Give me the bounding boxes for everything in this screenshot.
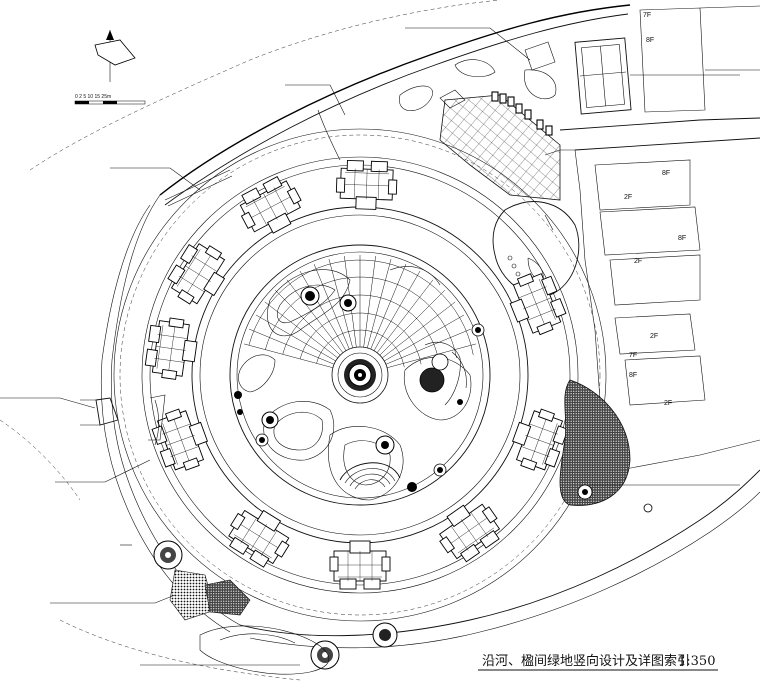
scale-bar-label: 0 2 5 10 15 25m <box>75 94 111 100</box>
floor-label: 8F <box>629 372 637 379</box>
pergola-beam <box>299 270 347 351</box>
title-block: 沿河、楹间绿地竖向设计及详图索引 1:350 <box>478 653 718 671</box>
paved-plaza <box>399 41 561 201</box>
residential-building <box>144 317 198 380</box>
residential-building <box>239 176 302 234</box>
pergola-beam <box>376 279 434 353</box>
floor-label: 2F <box>664 400 672 407</box>
pergola-beam <box>313 264 350 350</box>
pergola-arc <box>299 312 422 365</box>
pond-cluster <box>419 341 467 406</box>
floor-label: 7F <box>643 12 651 19</box>
trees <box>234 286 485 492</box>
central-fountain <box>331 346 389 404</box>
pergola-beam <box>379 289 446 356</box>
pergola-beam <box>373 270 421 351</box>
floor-label: 2F <box>634 258 642 265</box>
tennis-court <box>574 37 632 115</box>
floor-label: 8F <box>646 37 654 44</box>
residential-building <box>167 243 226 305</box>
drawing-scale: 1:350 <box>678 654 715 669</box>
pergola-arc <box>316 329 405 368</box>
amphitheatre <box>339 462 401 490</box>
residential-building <box>151 408 209 471</box>
parking-stalls <box>491 91 553 136</box>
floor-label: 8F <box>678 235 686 242</box>
residential-buildings <box>144 159 569 590</box>
radial-pergola <box>244 255 476 368</box>
pergola-arc <box>265 276 457 359</box>
pergola-beam <box>255 314 336 362</box>
pergola-beam <box>386 343 476 368</box>
residential-building <box>439 503 501 563</box>
site-boundary <box>0 0 760 681</box>
floor-label: 2F <box>650 333 658 340</box>
floor-label: 7F <box>629 352 637 359</box>
pergola-arc <box>282 294 440 362</box>
drawing-title: 沿河、楹间绿地竖向设计及详图索引 <box>482 653 690 669</box>
pergola-beam <box>367 259 392 349</box>
southwest-features <box>80 397 398 675</box>
pergola-beam <box>274 289 341 356</box>
pergola-beam <box>384 314 465 362</box>
floor-label: 8F <box>662 170 670 177</box>
pergola-beam <box>385 328 471 365</box>
walkways <box>148 109 341 446</box>
residential-building <box>511 408 569 471</box>
north-arrow <box>94 30 136 82</box>
residential-building <box>228 509 290 568</box>
residential-building <box>329 540 391 590</box>
floor-labels: 7F 8F 2F 8F 8F 2F 2F 7F 8F 2F <box>624 12 686 407</box>
pergola-arc <box>248 259 474 356</box>
pergola-beam <box>264 301 338 359</box>
pergola-beam <box>244 343 334 368</box>
floor-label: 2F <box>624 194 632 201</box>
stippled-green <box>559 379 653 513</box>
pergola-beam <box>249 328 335 365</box>
residential-building <box>509 273 567 336</box>
residential-building <box>335 159 398 210</box>
index-leaders <box>0 27 740 666</box>
pergola-beam <box>363 255 376 348</box>
pergola-beam <box>382 301 456 359</box>
pergola-beam <box>286 279 344 353</box>
pergola-beam <box>370 264 407 350</box>
scale-bar: 0 2 5 10 15 25m <box>74 94 146 105</box>
